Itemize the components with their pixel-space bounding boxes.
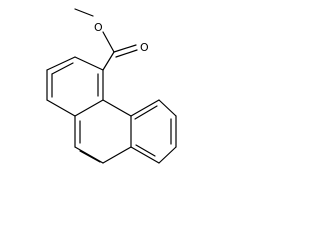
bond-ether-o-to-methyl: [74, 8, 94, 17]
bond: [102, 99, 132, 117]
bond-ring-to-carbonyl: [102, 51, 115, 71]
bond: [102, 146, 132, 164]
inner-double-bond: [79, 150, 101, 163]
bond: [46, 56, 76, 71]
bond: [130, 99, 160, 117]
bond: [158, 146, 177, 164]
bond: [46, 99, 76, 117]
ring-c: [130, 99, 177, 164]
bond: [74, 99, 104, 117]
bond-carbonyl-double-o-2: [115, 49, 138, 58]
ring-a: [46, 56, 104, 117]
bond: [158, 99, 177, 117]
bond: [130, 146, 160, 164]
bond-carbonyl-double-o-1: [113, 44, 137, 53]
ether-oxygen-label: O: [94, 21, 103, 34]
bond: [74, 146, 104, 164]
inner-double-bond: [134, 105, 158, 120]
bond-carbonyl-to-ether-o: [102, 31, 115, 53]
inner-double-bond: [135, 144, 156, 157]
phenanthrene-structure: O O: [0, 0, 180, 207]
inner-double-bond: [51, 62, 74, 75]
ring-b: [74, 99, 132, 164]
ester-group: [74, 8, 138, 71]
carbonyl-oxygen-label: O: [140, 41, 149, 54]
bond: [74, 56, 104, 71]
